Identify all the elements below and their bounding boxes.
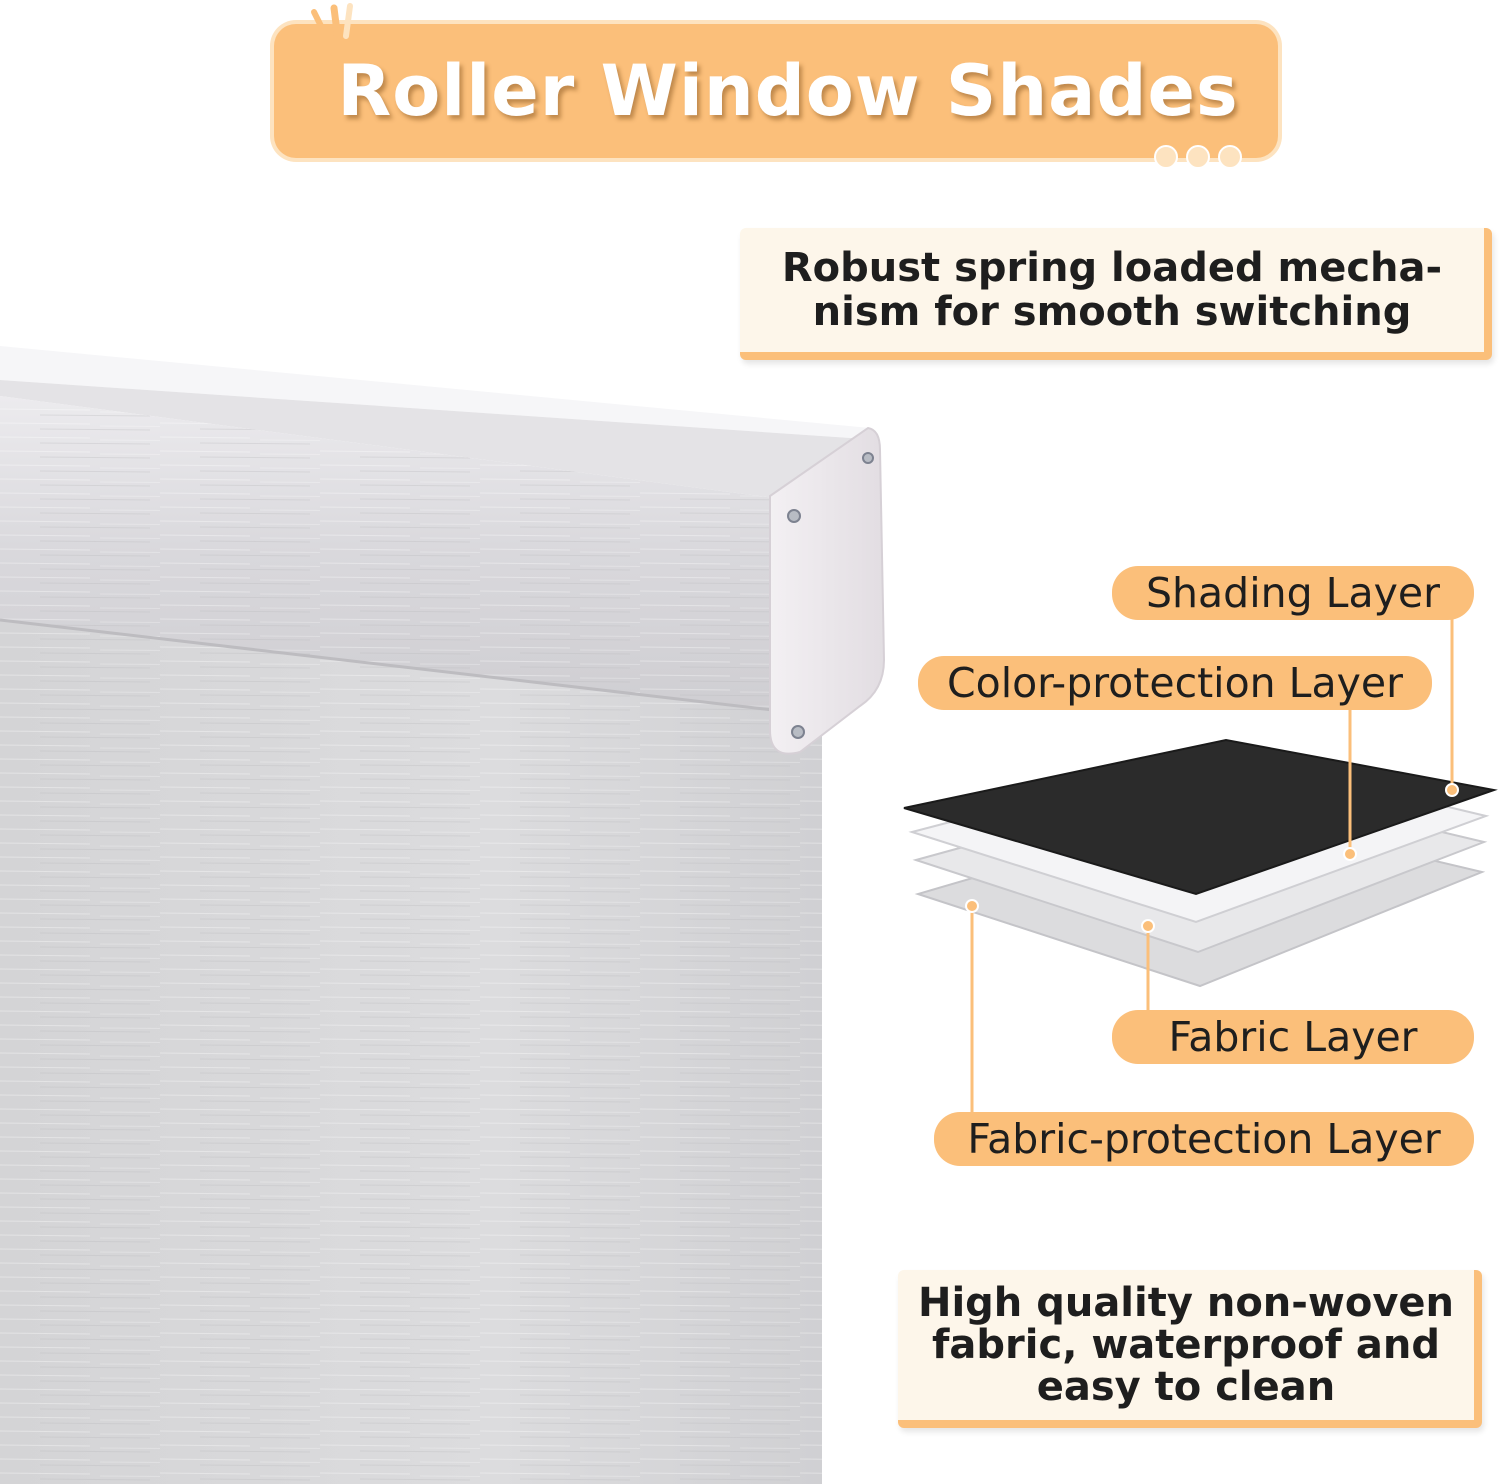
color-protection-layer-text: Color-protection Layer [946,659,1403,707]
roller-shade-image [0,346,886,1484]
mechanism-callout: Robust spring loaded mecha- nism for smo… [740,228,1492,360]
mechanism-callout-text: Robust spring loaded mecha- nism for smo… [781,245,1443,335]
layer-stack-diagram [903,738,1498,988]
shading-layer-text: Shading Layer [1146,569,1440,617]
fabric-layer-label: Fabric Layer [1112,1010,1474,1064]
sparkle-icon [311,3,353,44]
fabric-callout: High quality non-woven fabric, waterproo… [898,1270,1482,1428]
fabric-protection-layer-text: Fabric-protection Layer [967,1115,1441,1163]
fabric-callout-text: High quality non-woven fabric, waterproo… [917,1280,1454,1410]
shading-layer-sheet [903,738,1498,896]
fabric-protection-layer-label: Fabric-protection Layer [934,1112,1474,1166]
page-title: Roller Window Shades [337,50,1239,132]
color-protection-layer-label: Color-protection Layer [918,656,1432,710]
title-banner: Roller Window Shades [274,24,1278,158]
three-dots-icon [1154,145,1242,169]
fabric-layer-text: Fabric Layer [1168,1013,1418,1061]
shading-layer-label: Shading Layer [1112,566,1474,620]
